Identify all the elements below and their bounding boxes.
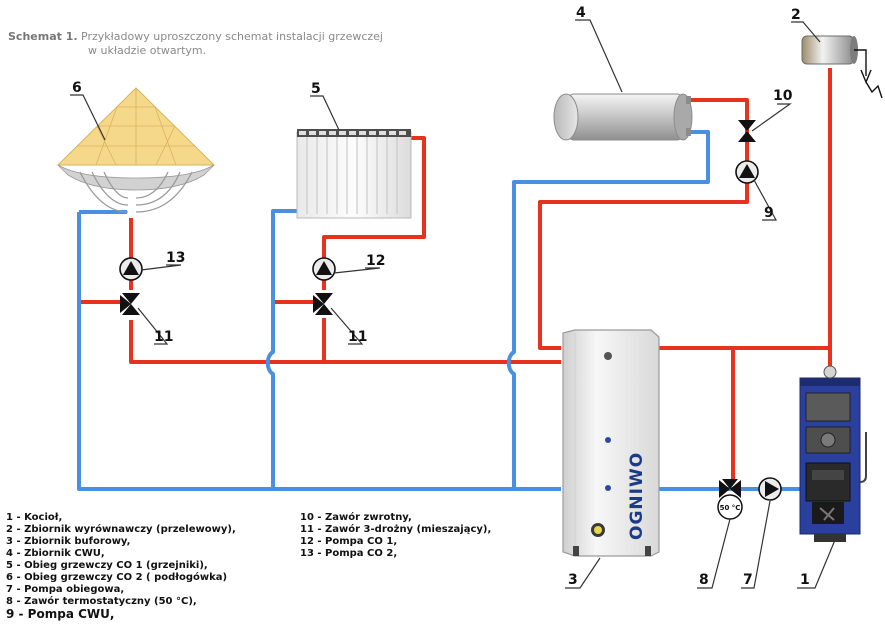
valve-temp-label: 50 °C — [720, 504, 741, 512]
pump-co1 — [312, 257, 336, 281]
legend-item-10: 10 - Zawór zwrotny, — [300, 512, 412, 523]
diagram-caption: Schemat 1. Przykładowy uproszczony schem… — [8, 30, 383, 58]
dhw-tank — [553, 93, 693, 141]
floor-heating — [56, 87, 216, 213]
thermostatic-valve: 50 °C — [717, 479, 743, 520]
legend-components-2: 10 - Zawór zwrotny, 11 - Zawór 3-drożny … — [300, 512, 491, 560]
pump-dhw — [735, 160, 759, 184]
buffer-tank: OGNIWO — [562, 329, 660, 557]
legend-item-2: 2 - Zbiornik wyrównawczy (przelewowy), — [6, 524, 236, 535]
label-11a: 11 — [154, 329, 173, 345]
boiler — [799, 365, 867, 542]
legend-item-6: 6 - Obieg grzewczy CO 2 ( podłogówka) — [6, 572, 228, 583]
label-5: 5 — [311, 81, 321, 97]
label-1: 1 — [800, 572, 810, 588]
label-2: 2 — [791, 7, 801, 23]
co1-return-pipe — [265, 209, 300, 489]
label-11b: 11 — [348, 329, 367, 345]
legend-item-11: 11 - Zawór 3-drożny (mieszający), — [300, 524, 492, 535]
legend-item-9: 9 - Pompa CWU, — [6, 607, 115, 621]
legend-item-3: 3 - Zbiornik buforowy, — [6, 536, 131, 547]
legend-item-13: 13 - Pompa CO 2, — [300, 548, 398, 559]
co1-supply-pipe — [322, 136, 426, 290]
callout-lines — [70, 19, 836, 589]
label-3: 3 — [568, 572, 578, 588]
label-6: 6 — [72, 80, 82, 96]
legend-components: 1 - Kocioł, 2 - Zbiornik wyrównawczy (pr… — [6, 512, 236, 620]
buffer-to-circuits-pipe — [129, 320, 561, 364]
return-pipes — [77, 130, 806, 491]
mixing-valve-co2 — [120, 293, 140, 315]
radiator — [296, 129, 412, 219]
legend-item-5: 5 - Obieg grzewczy CO 1 (grzejniki), — [6, 560, 208, 571]
main-return-pipe — [77, 212, 561, 491]
pump-circulation — [758, 477, 782, 501]
caption-text-1: Przykładowy uproszczony schemat instalac… — [81, 30, 383, 43]
check-valve — [738, 120, 756, 142]
legend-item-1: 1 - Kocioł, — [6, 512, 63, 523]
label-12: 12 — [366, 253, 385, 269]
supply-pipes — [79, 68, 832, 480]
label-8: 8 — [699, 572, 709, 588]
legend-item-12: 12 - Pompa CO 1, — [300, 536, 398, 547]
label-10: 10 — [773, 88, 793, 104]
legend-item-8: 8 - Zawór termostatyczny (50 °C), — [6, 596, 197, 607]
label-4: 4 — [576, 5, 586, 21]
legend-item-4: 4 - Zbiornik CWU, — [6, 548, 105, 559]
dhw-return-pipe — [506, 130, 710, 489]
buffer-brand-label: OGNIWO — [627, 452, 647, 540]
expansion-tank — [801, 35, 883, 99]
label-7: 7 — [743, 572, 753, 588]
caption-text-2: w układzie otwartym. — [88, 44, 207, 57]
label-13: 13 — [166, 250, 185, 266]
mixing-valve-co1 — [313, 293, 333, 315]
pump-co2 — [119, 257, 143, 281]
label-9: 9 — [764, 205, 774, 221]
buffer-to-dhw-pipe — [538, 98, 749, 350]
caption-title: Schemat 1. — [8, 30, 78, 43]
legend-item-7: 7 - Pompa obiegowa, — [6, 584, 125, 595]
